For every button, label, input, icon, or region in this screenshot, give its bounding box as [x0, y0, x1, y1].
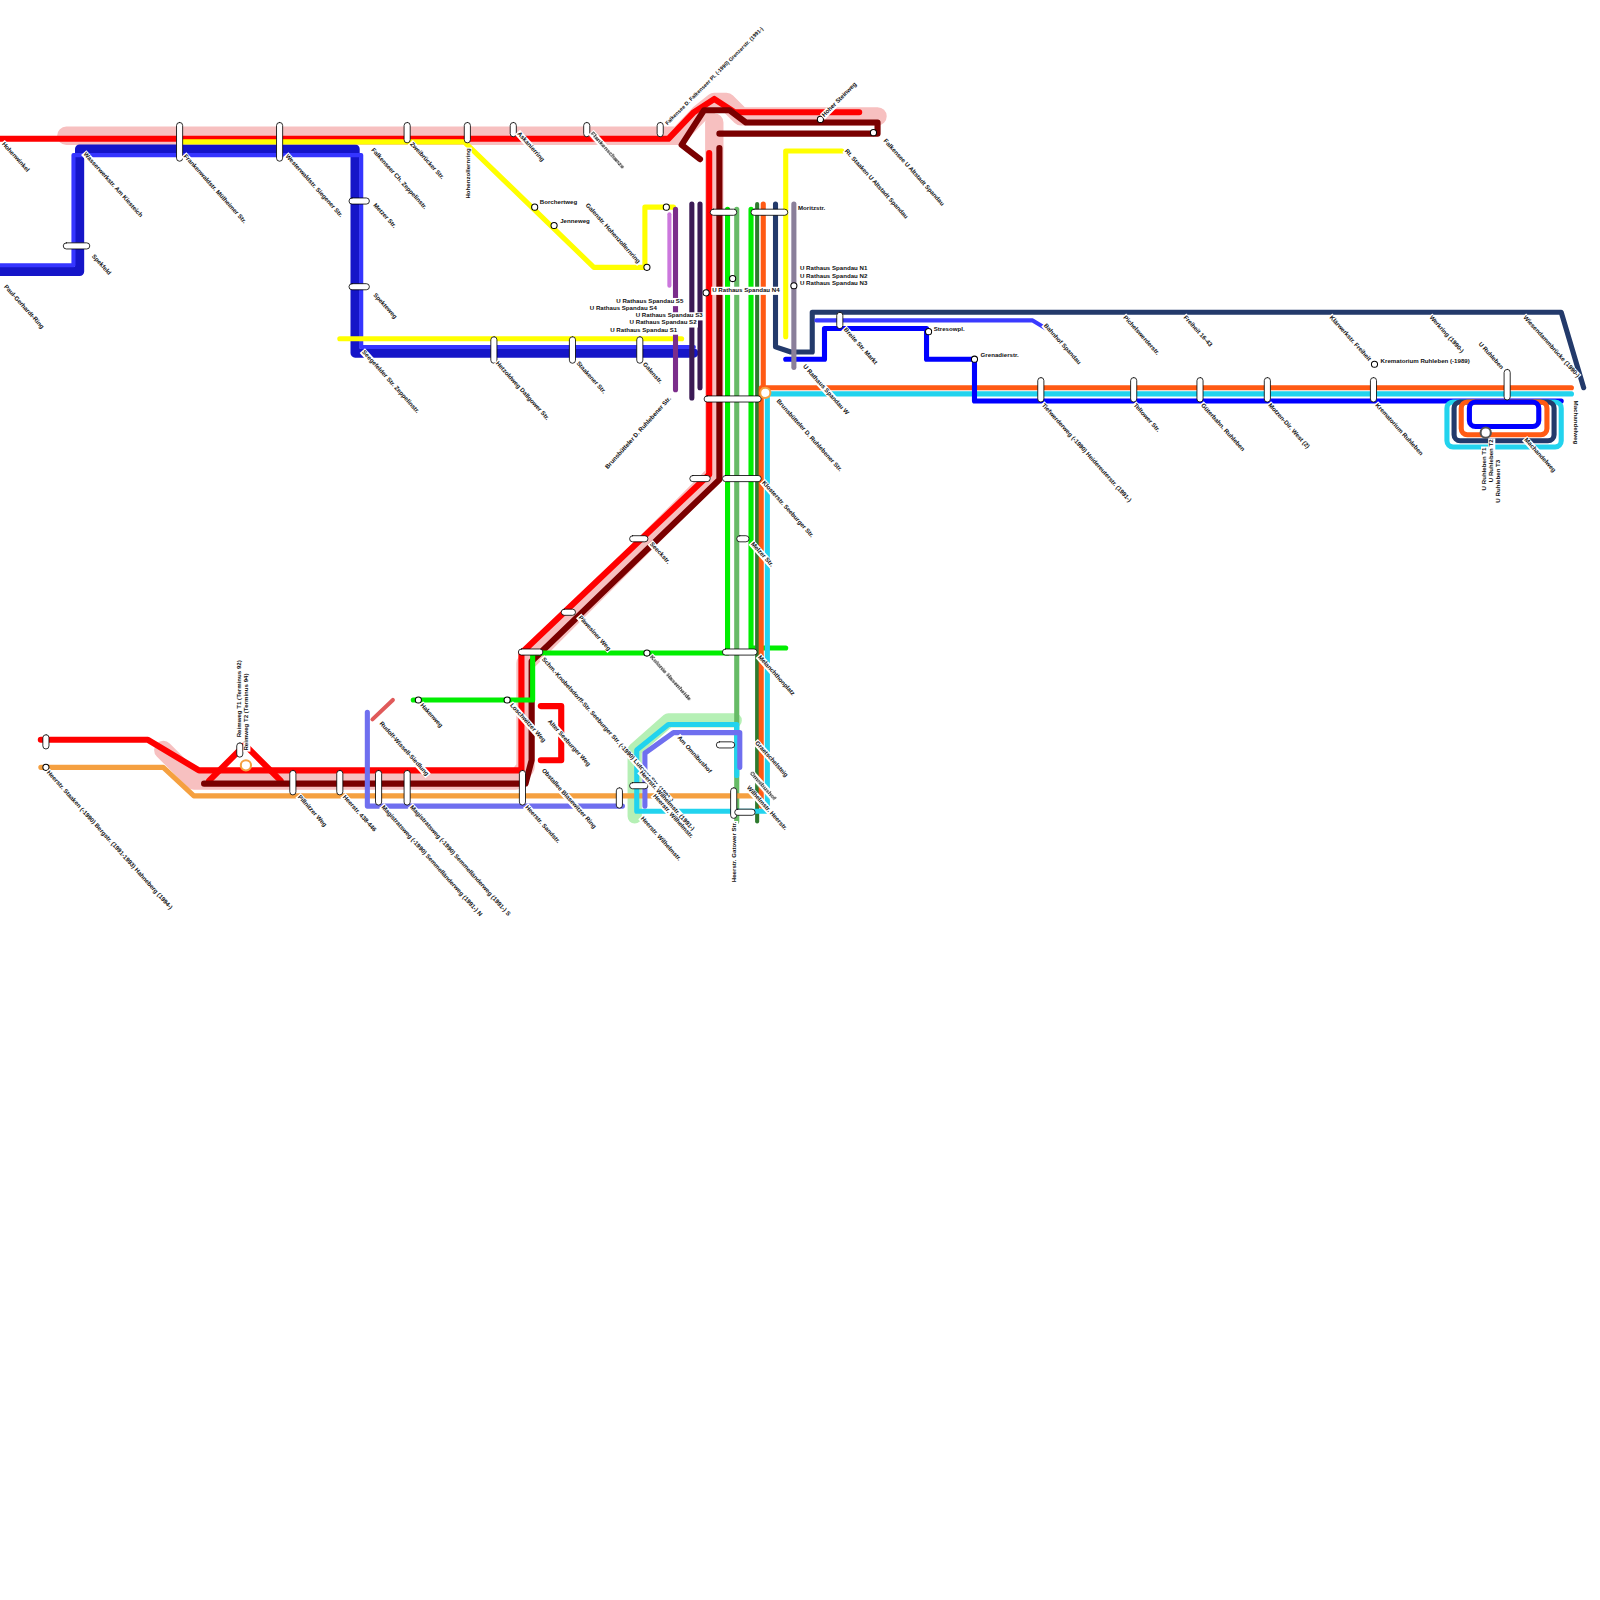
station-label: Stresowpl.	[933, 326, 966, 333]
station-label: U Ruhleben	[1476, 340, 1506, 372]
station-label: Grenadierstr.	[980, 352, 1020, 359]
grey-line	[791, 204, 796, 367]
station-label: Kolonie Hasenheide	[647, 654, 693, 704]
station-label: Melzer Str.	[748, 540, 775, 569]
red-line	[0, 99, 859, 781]
dark-green-line	[755, 204, 759, 821]
station-label: Reimweg T2 (Terminus 94)	[243, 673, 250, 752]
station-label: Am Omnibushof	[675, 734, 714, 776]
station-label: Motzen-Dir. West (2)	[1266, 402, 1312, 452]
station-label: Heerstr. Gatower Str.	[731, 821, 738, 884]
station-label: Werkring (1990-)	[1427, 314, 1466, 356]
violet-line	[816, 320, 1046, 328]
station-label: Seeckstr.	[647, 540, 672, 566]
station-label: Askanierring	[515, 130, 547, 164]
station-label: Rudolf-Wissell-Siedlung	[377, 720, 431, 779]
station-label: Machandelweg	[1572, 400, 1579, 446]
station-label: Obstallee Blasewitzer Ring	[539, 767, 598, 832]
station-label: U Rathaus Spandau S1	[609, 327, 678, 334]
station-label: Heerstr. 438-446	[340, 793, 378, 834]
station-label: Hoher Steinweg	[820, 81, 859, 120]
station-label: Galenstr. Hohenzollernring	[583, 202, 642, 267]
station-label: Breite Str. Markt	[841, 326, 879, 367]
station-label: Spekfeld	[89, 253, 113, 278]
station-label: U Rathaus Spandau W	[800, 363, 851, 418]
station-label: Machandelweg	[1522, 436, 1558, 475]
station-label: Flankenschanze	[588, 130, 626, 172]
station-label: Zweibrücker Str.	[407, 140, 446, 182]
station-label: Klärwerkstr. Freiheit	[1327, 314, 1373, 364]
station-label: Hohenzollernring	[465, 148, 472, 200]
station-label: Westerwaldstr. Siegener Str.	[283, 153, 345, 221]
station-label: Borchertweg	[539, 199, 578, 206]
blue-line-2	[0, 155, 694, 347]
station-label: Graetschelsteig	[752, 739, 790, 780]
station-label: Jenneweg	[559, 219, 591, 226]
station-label: Moritzstr.	[797, 206, 826, 213]
station-label: Brunsbütteler D. Ruhlebener Str.	[603, 395, 673, 472]
station-label: Staakener Str.	[574, 360, 608, 397]
station-dots	[43, 116, 1491, 770]
station-label: U Rathaus Spandau N3	[799, 280, 868, 287]
yellow-line	[184, 142, 842, 339]
dark-purple-line	[692, 204, 700, 398]
station-label: Hetzoldweg Dallgower Str.	[493, 360, 551, 423]
station-label: Freiheit 16-43	[1181, 314, 1214, 350]
ruhleben-loop	[1447, 402, 1561, 447]
station-label: Klosterstr. Seeburger Str.	[760, 479, 816, 540]
station-label: Metzer Str.	[371, 202, 399, 231]
station-label: Teltower Str.	[1131, 402, 1162, 435]
station-label: Pillnitzer Weg	[295, 793, 329, 829]
station-label: Krematorium Ruhleben (-1989)	[1380, 359, 1471, 366]
station-label: U Ruhleben T3	[1495, 459, 1502, 504]
station-label: Seegefelder Str. Zeppelinstr.	[360, 349, 422, 417]
green-line	[413, 209, 785, 700]
station-label: Brunsbütteler D. Ruhlebener Str.	[774, 398, 844, 475]
station-label: Spekteweg	[371, 291, 399, 321]
navy-line	[776, 204, 1584, 388]
station-label: Tiefwerderweg (-1990) Heidereuterstr. (1…	[1039, 402, 1133, 505]
salmon-line	[372, 700, 392, 719]
station-label: Magistratsweg (-1990) Semmelländerweg (1…	[379, 804, 484, 920]
dark-red-line	[204, 110, 877, 783]
station-label: U Rathaus Spandau N4	[711, 287, 780, 294]
lilac-line	[667, 214, 671, 285]
station-label: Galenstr.	[640, 361, 664, 387]
station-label: Melanchthonplatz	[755, 654, 796, 699]
station-label: Frankenwaldstr. Mülheimer Str.	[181, 153, 248, 227]
station-label: Falkensee D. Falkenseer Pl. (-1990) Gren…	[663, 25, 765, 127]
station-label: Hohenwinkel	[0, 140, 31, 174]
blue-line	[0, 149, 694, 353]
station-label: Wiesendammbrücke (1990-)	[1521, 314, 1582, 381]
station-label: Paul-Gerhardt-Ring	[1, 283, 46, 331]
station-label: Wasserwerkstr. Am Kiesteich	[81, 151, 145, 221]
orange-line	[761, 204, 1571, 806]
station-label: Magistratsweg (-1990) Semmelländerweg (1…	[407, 804, 512, 919]
station-label: Päwesiner Weg	[576, 614, 613, 654]
station-label: Heerstr. Staaken (-1990) Bergstr. (1991-…	[44, 769, 174, 912]
station-label: Krematorium Ruhleben	[1373, 402, 1425, 459]
station-label: Alter Seeburger Weg	[545, 718, 592, 769]
cyan-line	[637, 394, 1572, 811]
station-label: Güterbahn. Ruhleben	[1198, 402, 1246, 455]
periwinkle-line	[367, 712, 739, 806]
station-label: Hakenweg	[418, 702, 445, 731]
station-label: Loschwitzer Weg	[507, 702, 547, 746]
station-label: Pichelswerderstr.	[1121, 314, 1162, 358]
station-label: Heerstr. Sandstr.	[523, 804, 562, 847]
station-label: Bahnhof Spandau	[1041, 322, 1083, 367]
station-ticks	[43, 122, 1510, 818]
